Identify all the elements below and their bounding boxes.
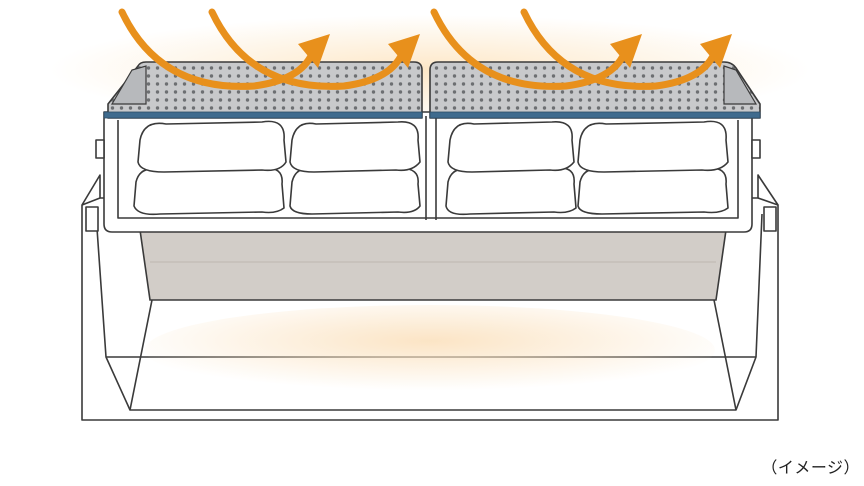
frozen-food-pack-icon xyxy=(289,167,421,215)
curved-arrow-icon xyxy=(208,8,420,90)
frozen-food-pack-icon xyxy=(577,167,729,215)
lids xyxy=(103,61,761,119)
airflow-arrows xyxy=(118,8,732,90)
curved-arrow-icon xyxy=(118,8,330,90)
frozen-food-pack-icon xyxy=(577,120,729,173)
right-lid xyxy=(429,61,761,119)
curved-arrow-icon xyxy=(520,8,732,90)
frozen-food-pack-icon xyxy=(133,167,285,216)
curved-arrow-icon xyxy=(430,8,642,90)
food-packs xyxy=(133,120,729,216)
frozen-food-pack-icon xyxy=(137,120,287,173)
inner-drawer xyxy=(139,229,727,301)
frozen-food-pack-icon xyxy=(445,167,577,216)
bin-inner-glow xyxy=(145,305,715,395)
image-caption: （イメージ） xyxy=(761,458,860,477)
frozen-food-pack-icon xyxy=(447,121,575,173)
frozen-food-pack-icon xyxy=(289,121,421,173)
